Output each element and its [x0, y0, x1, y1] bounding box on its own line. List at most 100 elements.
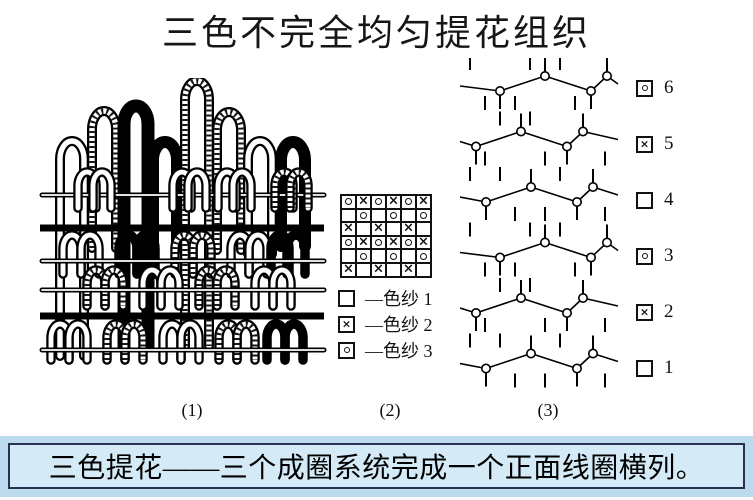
grid-cell: × — [356, 236, 371, 250]
circle-symbol — [420, 211, 427, 219]
grid-cell: × — [371, 222, 386, 236]
grid-cell — [341, 235, 356, 250]
circle-symbol — [641, 253, 648, 259]
course-number: 2 — [664, 301, 674, 322]
legend-label: —色纱 2 — [365, 315, 433, 335]
grid-cell — [371, 235, 386, 250]
course-symbol-box: × — [636, 303, 653, 321]
x-symbol: × — [388, 234, 399, 250]
grid-cell — [371, 195, 386, 209]
caption-text: 三色提花——三个成圈系统完成一个正面线圈横列。 — [48, 453, 705, 484]
grid-cell — [386, 222, 401, 236]
course-label: 3 — [636, 245, 674, 266]
course-symbol-box — [636, 191, 653, 209]
grid-cell — [416, 249, 431, 263]
loop-structure-diagram — [39, 78, 327, 365]
grid-cell: × — [356, 195, 371, 209]
course-number: 3 — [664, 245, 674, 266]
circle-symbol — [390, 252, 397, 260]
grid-cell: × — [401, 222, 416, 236]
legend-row: —色纱 3 — [338, 341, 433, 361]
grid-cell — [356, 208, 371, 223]
legend-label: —色纱 1 — [365, 289, 433, 309]
caption-band: 三色提花——三个成圈系统完成一个正面线圈横列。 — [0, 436, 753, 497]
legend-symbol-box — [338, 341, 355, 359]
legend-label: —色纱 3 — [365, 341, 433, 361]
x-symbol: × — [358, 193, 369, 209]
grid-cell — [356, 222, 371, 236]
figure3-label: (3) — [537, 400, 559, 420]
grid-cell: × — [341, 222, 356, 236]
circle-symbol — [345, 239, 352, 247]
caption-box: 三色提花——三个成圈系统完成一个正面线圈横列。 — [8, 443, 745, 489]
grid-cell — [341, 195, 356, 209]
grid-cell: × — [341, 263, 356, 277]
figure2-label: (2) — [379, 400, 401, 420]
legend-symbol-box: × — [338, 315, 355, 333]
course-symbol-box — [636, 247, 653, 265]
legend-row: —色纱 1 — [338, 289, 433, 309]
grid-cell — [401, 208, 416, 223]
figure1-label: (1) — [181, 400, 203, 420]
grid-cell — [416, 262, 431, 277]
grid-cell — [401, 195, 416, 209]
grid-cell — [356, 249, 371, 263]
grid-cell: × — [386, 195, 401, 209]
grid-cell: × — [416, 236, 431, 250]
legend-symbol-box — [338, 289, 355, 307]
course-label: ×5 — [636, 133, 674, 154]
circle-symbol — [641, 85, 648, 91]
x-symbol: × — [343, 261, 354, 277]
grid-cell — [401, 235, 416, 250]
circle-symbol — [405, 239, 412, 247]
course-number: 5 — [664, 133, 674, 154]
course-number: 1 — [664, 357, 674, 378]
x-symbol: × — [418, 234, 429, 250]
x-symbol: × — [341, 317, 352, 330]
circle-symbol — [390, 211, 397, 219]
circle-symbol — [360, 252, 367, 260]
x-symbol: × — [639, 137, 650, 150]
x-symbol: × — [343, 220, 354, 236]
grid-cell — [386, 249, 401, 263]
course-label: ×2 — [636, 301, 674, 322]
grid-cell: × — [416, 195, 431, 209]
grid-cell — [371, 249, 386, 263]
grid-cell — [386, 262, 401, 277]
course-path-diagram — [460, 58, 619, 388]
pattern-grid: ×××××××××××× — [340, 194, 432, 278]
grid-cell — [341, 249, 356, 263]
grid-cell: × — [386, 236, 401, 250]
grid-cell — [371, 208, 386, 223]
course-label: 4 — [636, 189, 674, 210]
x-symbol: × — [388, 193, 399, 209]
x-symbol: × — [403, 261, 414, 277]
circle-symbol — [405, 198, 412, 206]
course-number: 4 — [664, 189, 674, 210]
circle-symbol — [420, 252, 427, 260]
course-label: 6 — [636, 77, 674, 98]
grid-cell — [386, 208, 401, 223]
course-number: 6 — [664, 77, 674, 98]
x-symbol: × — [403, 220, 414, 236]
grid-cell — [416, 222, 431, 236]
course-symbol-box — [636, 359, 653, 377]
course-label: 1 — [636, 357, 674, 378]
course-symbol-box: × — [636, 135, 653, 153]
yarn-legend: —色纱 1 × —色纱 2 —色纱 3 — [338, 289, 433, 367]
x-symbol: × — [418, 193, 429, 209]
legend-row: × —色纱 2 — [338, 315, 433, 335]
x-symbol: × — [639, 305, 650, 318]
grid-cell — [341, 208, 356, 223]
circle-symbol — [375, 198, 382, 206]
grid-cell: × — [371, 263, 386, 277]
x-symbol: × — [373, 261, 384, 277]
circle-symbol — [360, 211, 367, 219]
grid-cell — [416, 208, 431, 223]
grid-cell — [401, 249, 416, 263]
course-symbol-box — [636, 79, 653, 97]
page-title: 三色不完全均匀提花组织 — [161, 13, 591, 53]
x-symbol: × — [358, 234, 369, 250]
circle-symbol — [345, 198, 352, 206]
